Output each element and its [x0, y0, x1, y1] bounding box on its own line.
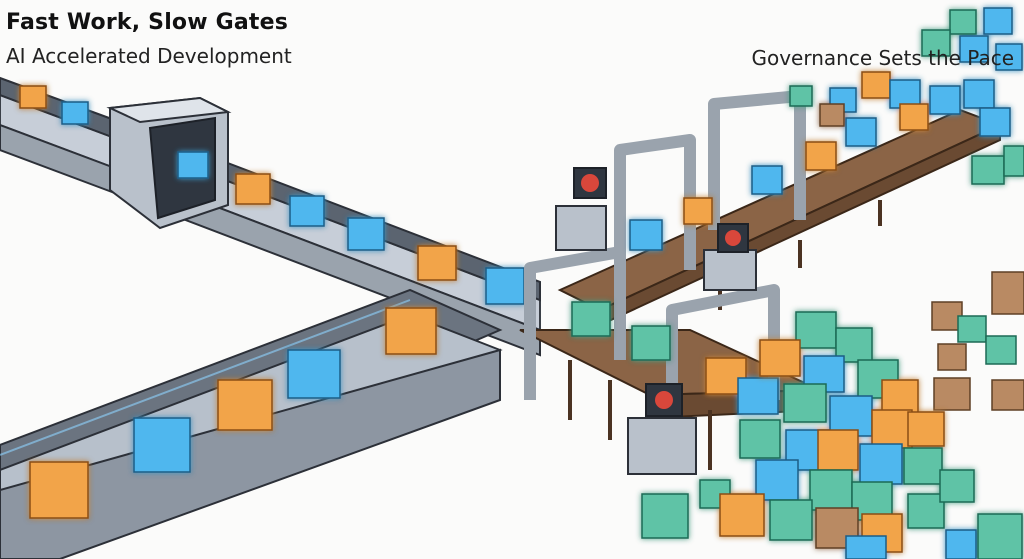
terminal: [703, 223, 757, 291]
upper-conveyor-boxes: [19, 85, 525, 305]
top-right-pile: [789, 7, 1024, 185]
right-crates: [931, 271, 1024, 411]
box-blue: [485, 267, 525, 305]
terminal: [627, 383, 697, 475]
box-teal: [571, 301, 611, 337]
page-title: Fast Work, Slow Gates: [6, 10, 289, 35]
stop-sign-icon: [725, 230, 741, 246]
box-orange: [217, 379, 273, 431]
scanner-tunnel: [106, 96, 232, 230]
box-blue: [751, 165, 783, 195]
box-teal: [631, 325, 671, 361]
box-orange: [385, 307, 437, 355]
box-blue: [289, 195, 325, 227]
box-blue: [287, 349, 341, 399]
box-blue: [737, 377, 779, 415]
lower-conveyor-boxes: [29, 307, 437, 519]
gate-frame: [524, 246, 626, 400]
stop-sign-icon: [655, 391, 673, 409]
box-orange: [417, 245, 457, 281]
box-orange: [19, 85, 47, 109]
box-blue: [629, 219, 663, 251]
gate-frame: [708, 90, 806, 230]
box-orange: [29, 461, 89, 519]
box-blue: [347, 217, 385, 251]
box-orange: [683, 197, 713, 225]
page-subtitle: AI Accelerated Development: [6, 44, 292, 68]
governance-caption: Governance Sets the Pace: [751, 46, 1014, 70]
stop-sign-icon: [581, 174, 599, 192]
box-blue: [177, 151, 209, 179]
gated-boxes: [571, 141, 837, 415]
box-blue: [133, 417, 191, 473]
box-blue: [61, 101, 89, 125]
terminal: [555, 167, 607, 251]
box-orange: [235, 173, 271, 205]
gate-terminals: [555, 167, 757, 475]
bottom-right-pile: [641, 311, 1023, 559]
box-orange: [805, 141, 837, 171]
